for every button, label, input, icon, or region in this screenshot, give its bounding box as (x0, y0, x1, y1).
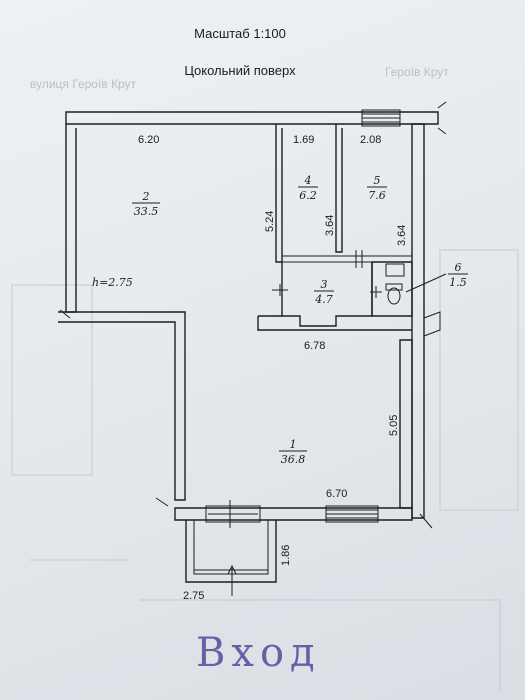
room1-right-wall (399, 339, 413, 509)
porch-outline (185, 520, 277, 583)
entrance-arrow-icon (227, 564, 237, 596)
wall-break-mark (437, 101, 447, 135)
room-number: 2 (142, 190, 150, 203)
dim-corridor-width: 6.78 (304, 340, 325, 352)
wall-break-mark (419, 513, 433, 529)
room-area: 6.2 (299, 189, 317, 202)
room-label-3: 3 4.7 (314, 278, 334, 306)
plan-scale: Масштаб 1:100 (194, 26, 286, 41)
partition-room2-room4 (275, 124, 283, 263)
dim-room4-height: 3.64 (324, 215, 336, 236)
toilet-tank-icon (385, 283, 403, 291)
ghost-outline (11, 284, 93, 476)
room-label-6: 6 1.5 (405, 261, 468, 293)
handwritten-entrance-note: Вход (196, 630, 321, 676)
room-label-5: 5 7.6 (367, 174, 387, 202)
room6-leader-line (405, 273, 447, 293)
toilet-icon (387, 287, 401, 305)
background-show-through: вулиця Героїв Крут Героїв Крут (11, 65, 519, 690)
ghost-outline (439, 249, 519, 511)
dim-room5-top: 2.08 (360, 134, 381, 146)
partition-room4-room5 (335, 124, 343, 253)
ghost-street-right: Героїв Крут (385, 65, 449, 79)
corridor-ledge (257, 315, 412, 331)
room-area: 4.7 (314, 293, 333, 306)
room-area: 7.6 (368, 189, 386, 202)
dim-room4-top: 1.69 (293, 134, 314, 146)
wall-break-mark (59, 309, 71, 319)
bottom-window-glazing (326, 509, 378, 519)
room-area: 36.8 (281, 453, 306, 466)
right-wall (411, 123, 425, 519)
outer-walls (58, 101, 447, 529)
bottom-wall (174, 507, 413, 521)
interior-walls (257, 124, 413, 331)
left-wall (65, 124, 77, 313)
room-area: 33.5 (134, 205, 159, 218)
room2-bottom-wall (58, 311, 186, 501)
room-number: 5 (374, 174, 381, 187)
door-mark (272, 284, 288, 296)
room-number: 6 (455, 261, 462, 274)
ceiling-height: h=2.75 (92, 276, 133, 289)
room6-outline (371, 261, 413, 317)
door-mark (355, 250, 363, 268)
ghost-outline (30, 559, 501, 690)
dimensions: 6.20 1.69 2.08 5.24 3.64 3.64 h=2.75 6.7… (92, 134, 408, 602)
room-label-1: 1 36.8 (279, 438, 307, 466)
dim-room2-top: 6.20 (138, 134, 159, 146)
sink-icon (385, 263, 405, 277)
right-wall-step (423, 311, 441, 337)
room-number: 3 (321, 278, 328, 291)
dim-room1-height: 5.05 (388, 415, 400, 436)
plan-floor-title: Цокольний поверх (184, 63, 296, 78)
porch-inner-outline (193, 520, 269, 575)
room-area: 1.5 (449, 276, 467, 289)
room-number: 1 (290, 438, 297, 451)
room-label-4: 4 6.2 (298, 174, 318, 202)
room-labels: 2 33.5 4 6.2 5 7.6 3 4.7 6 1.5 1 3 6 (132, 174, 468, 466)
top-wall (65, 111, 439, 125)
room-label-2: 2 33.5 (132, 190, 160, 218)
top-window-glazing (362, 113, 400, 123)
entrance-door-leaf (208, 500, 258, 528)
dim-room1-bottom: 6.70 (326, 488, 347, 500)
entrance-opening (205, 505, 261, 523)
ghost-street-left: вулиця Героїв Крут (30, 77, 137, 91)
room3-outline (281, 262, 373, 327)
wall-break-mark (155, 497, 169, 507)
dim-porch-width: 2.75 (183, 590, 204, 602)
room-number: 4 (304, 174, 312, 187)
dim-porch-depth: 1.86 (280, 545, 292, 566)
dim-room2-side: 5.24 (264, 211, 276, 232)
partition-under-rooms-4-5 (282, 255, 412, 263)
entrance-porch (185, 520, 277, 596)
dim-room5-height: 3.64 (396, 225, 408, 246)
